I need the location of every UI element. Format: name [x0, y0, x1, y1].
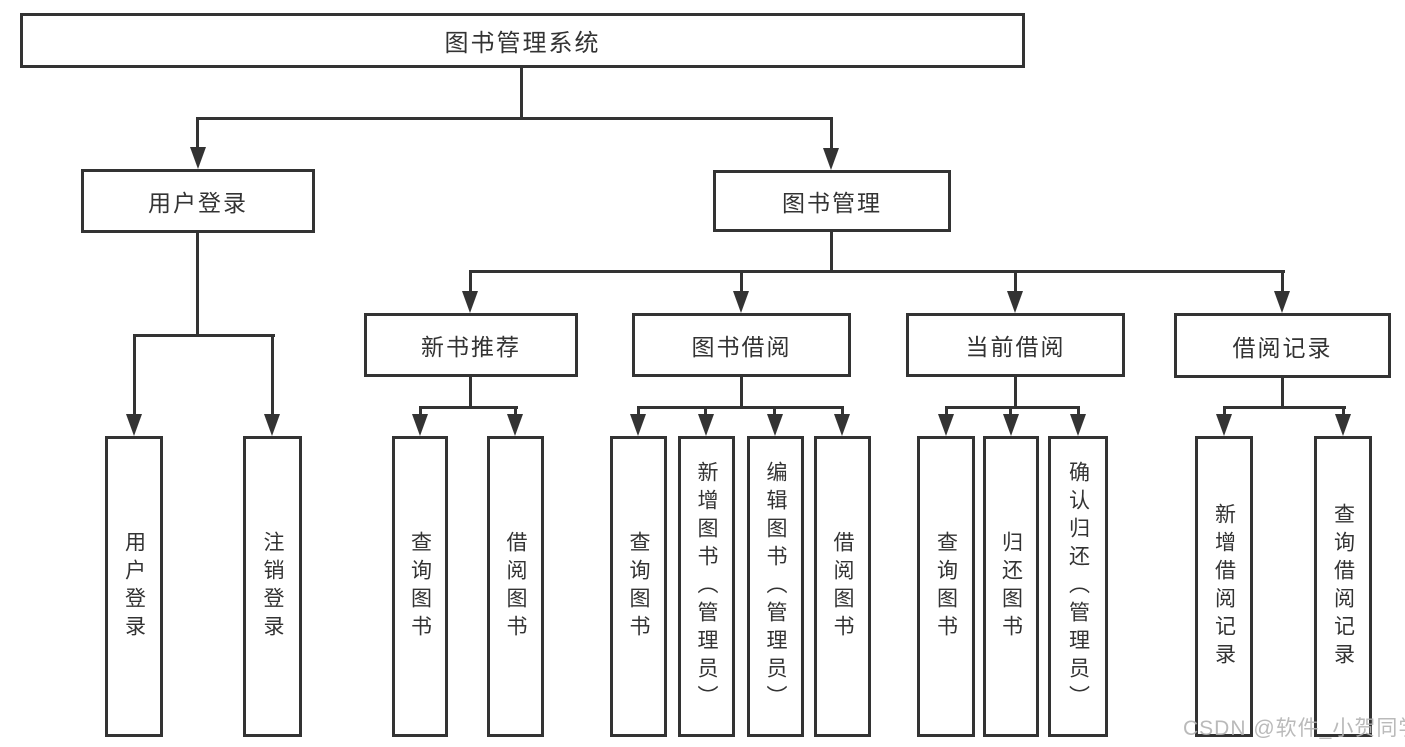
leaf-query-book-1: 查询图书	[392, 436, 448, 737]
connector-line	[133, 334, 275, 337]
node-label: 图书管理系统	[444, 30, 601, 57]
arrow-down-icon	[126, 414, 142, 436]
arrow-down-icon	[1003, 414, 1019, 436]
leaf-label: 用户登录	[122, 530, 146, 643]
leaf-add-borrow-record: 新增借阅记录	[1195, 436, 1253, 737]
connector-line	[945, 406, 1080, 409]
connector-line	[419, 406, 518, 409]
arrow-down-icon	[264, 414, 280, 436]
leaf-label: 借阅图书	[504, 530, 527, 643]
leaf-label: 新增图书（管理员）	[695, 460, 718, 713]
csdn-watermark: CSDN @软件_小贺同学	[1183, 717, 1405, 740]
connector-line	[469, 377, 472, 408]
arrow-down-icon	[1007, 291, 1023, 313]
connector-line	[196, 233, 199, 336]
connector-line	[1077, 406, 1080, 417]
arrow-down-icon	[1274, 291, 1290, 313]
arrow-down-icon	[1070, 414, 1086, 436]
connector-line	[830, 232, 833, 272]
node-root-library-system: 图书管理系统	[20, 13, 1025, 68]
connector-line	[1009, 406, 1012, 417]
connector-line	[1014, 377, 1017, 408]
connector-line	[133, 334, 136, 416]
leaf-label: 查询图书	[408, 530, 432, 643]
arrow-down-icon	[698, 414, 714, 436]
node-label: 图书借阅	[691, 334, 792, 360]
connector-line	[196, 117, 833, 120]
arrow-down-icon	[1335, 414, 1351, 436]
connector-line	[1223, 406, 1346, 409]
node-label: 借阅记录	[1232, 334, 1333, 361]
node-current-borrow: 当前借阅	[906, 313, 1125, 377]
connector-line	[773, 406, 776, 417]
connector-line	[1281, 270, 1284, 294]
arrow-down-icon	[767, 414, 783, 436]
connector-line	[271, 334, 274, 416]
arrow-down-icon	[834, 414, 850, 436]
arrow-down-icon	[1216, 414, 1232, 436]
connector-line	[830, 117, 833, 150]
arrow-down-icon	[190, 147, 206, 169]
connector-line	[1281, 378, 1284, 408]
leaf-user-login: 用户登录	[105, 436, 163, 737]
leaf-logout: 注销登录	[243, 436, 302, 737]
connector-line	[514, 406, 517, 417]
arrow-down-icon	[462, 291, 478, 313]
connector-line	[637, 406, 640, 417]
leaf-add-book-admin: 新增图书（管理员）	[678, 436, 735, 737]
connector-line	[637, 406, 844, 409]
node-user-login: 用户登录	[81, 169, 315, 233]
connector-line	[419, 406, 422, 417]
node-new-book-recommend: 新书推荐	[364, 313, 578, 377]
connector-line	[1223, 406, 1226, 417]
arrow-down-icon	[507, 414, 523, 436]
connector-line	[1342, 406, 1345, 417]
arrow-down-icon	[412, 414, 428, 436]
leaf-label: 新增借阅记录	[1212, 502, 1236, 671]
leaf-query-book-2: 查询图书	[610, 436, 667, 737]
node-book-management: 图书管理	[713, 170, 951, 232]
node-label: 当前借阅	[965, 334, 1066, 360]
node-book-borrow: 图书借阅	[632, 313, 851, 377]
connector-line	[945, 406, 948, 417]
connector-line	[704, 406, 707, 417]
leaf-label: 查询图书	[934, 530, 958, 643]
node-label: 用户登录	[148, 190, 248, 216]
connector-line	[841, 406, 844, 417]
leaf-label: 查询图书	[627, 530, 650, 643]
arrow-down-icon	[823, 148, 839, 170]
leaf-label: 确认归还（管理员）	[1066, 460, 1090, 713]
connector-line	[196, 117, 199, 149]
arrow-down-icon	[630, 414, 646, 436]
leaf-confirm-return-admin: 确认归还（管理员）	[1048, 436, 1108, 737]
connector-line	[740, 270, 743, 294]
leaf-label: 编辑图书（管理员）	[764, 460, 787, 713]
leaf-label: 归还图书	[999, 530, 1023, 643]
connector-line	[469, 270, 1285, 273]
arrow-down-icon	[938, 414, 954, 436]
leaf-edit-book-admin: 编辑图书（管理员）	[747, 436, 804, 737]
leaf-label: 查询借阅记录	[1331, 502, 1355, 671]
connector-line	[1014, 270, 1017, 294]
connector-line	[520, 68, 523, 118]
leaf-query-borrow-record: 查询借阅记录	[1314, 436, 1372, 737]
leaf-query-book-3: 查询图书	[917, 436, 975, 737]
connector-line	[740, 377, 743, 408]
leaf-borrow-book-2: 借阅图书	[814, 436, 871, 737]
leaf-borrow-book-1: 借阅图书	[487, 436, 544, 737]
node-borrow-record: 借阅记录	[1174, 313, 1391, 378]
leaf-label: 借阅图书	[831, 530, 854, 643]
connector-line	[469, 270, 472, 294]
arrow-down-icon	[733, 291, 749, 313]
node-label: 新书推荐	[421, 334, 521, 360]
leaf-return-book: 归还图书	[983, 436, 1039, 737]
leaf-label: 注销登录	[261, 530, 284, 643]
node-label: 图书管理	[782, 190, 882, 216]
